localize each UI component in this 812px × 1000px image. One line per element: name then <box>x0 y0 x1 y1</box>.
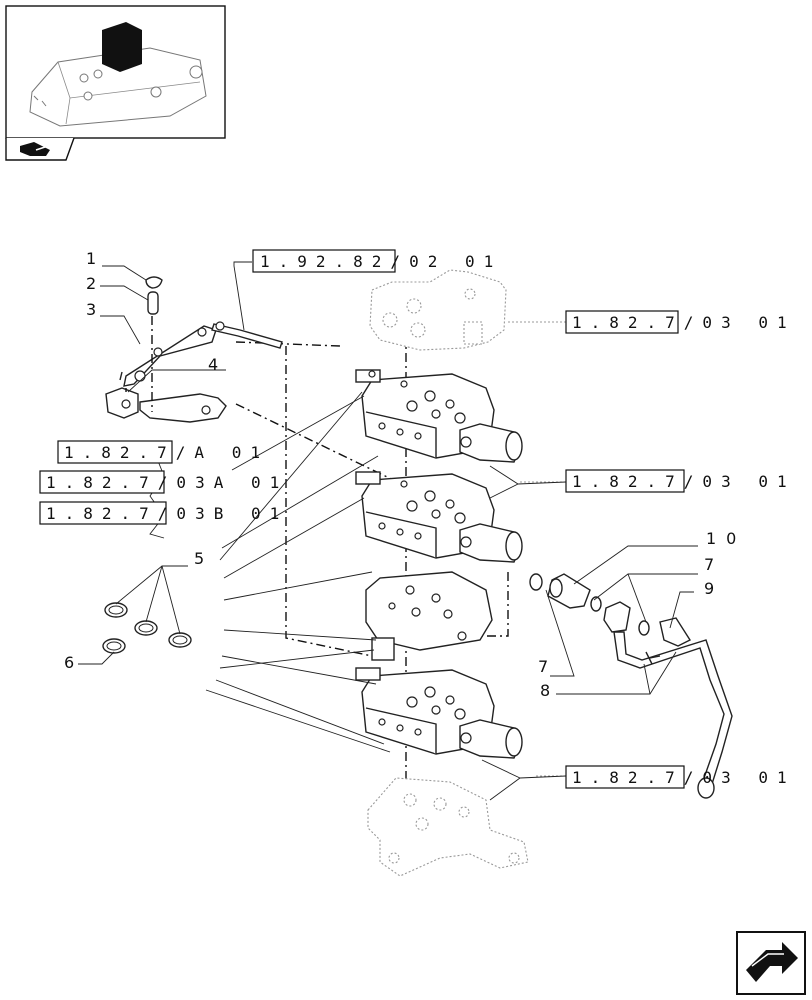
part-label-3: 3 <box>86 300 96 319</box>
pipe-fittings <box>529 573 733 799</box>
parts-book-icon[interactable] <box>20 142 50 156</box>
o-rings <box>102 602 192 654</box>
bracket <box>139 393 227 423</box>
part-label-6: 6 <box>64 653 74 672</box>
part-label-4: 4 <box>208 355 218 374</box>
reference-box-2[interactable]: 1.82.7/03 01 <box>565 310 796 334</box>
reference-box-5[interactable]: 1.82.7/03B 01 <box>39 501 288 525</box>
part-label-8: 8 <box>540 681 550 700</box>
part-leaders <box>78 265 698 753</box>
tractor-lift-thumbnail-icon <box>29 22 207 127</box>
control-valve-section-2 <box>355 471 523 563</box>
part-number-labels: 1 2 3 4 5 6 7 7 8 9 10 <box>64 249 746 700</box>
reference-box-2-text[interactable]: 1.82.7/03 01 <box>572 313 796 332</box>
part-label-9: 9 <box>704 579 714 598</box>
part-label-1: 1 <box>86 249 96 268</box>
part-label-5: 5 <box>194 549 204 568</box>
control-valve-section-3 <box>355 667 523 759</box>
control-valve-section-1 <box>355 369 523 463</box>
linkage-parts <box>105 276 283 423</box>
reference-box-6[interactable]: 1.82.7/03 01 <box>565 469 796 493</box>
reference-box-5-text[interactable]: 1.82.7/03B 01 <box>46 504 288 523</box>
rod <box>211 321 283 349</box>
thumbnail-frame <box>5 5 226 161</box>
part-label-10: 10 <box>706 529 746 548</box>
reference-box-6-text[interactable]: 1.82.7/03 01 <box>572 472 796 491</box>
inlet-cover-ghost <box>369 269 507 351</box>
next-page-arrow-icon[interactable] <box>736 931 806 995</box>
part-2-pin <box>147 291 159 315</box>
reference-box-1-text[interactable]: 1.92.82/02 01 <box>260 252 502 271</box>
reference-box-3-text[interactable]: 1.82.7/A 01 <box>64 443 269 462</box>
reference-box-1[interactable]: 1.92.82/02 01 <box>252 249 502 273</box>
end-cover-ghost <box>367 777 529 877</box>
reference-box-3[interactable]: 1.82.7/A 01 <box>57 440 269 464</box>
reference-box-7[interactable]: 1.82.7/03 01 <box>565 765 796 789</box>
reference-box-4-text[interactable]: 1.82.7/03A 01 <box>46 473 288 492</box>
part-4-block <box>105 387 139 419</box>
part-label-7-lower: 7 <box>538 657 548 676</box>
part-label-7-upper: 7 <box>704 555 714 574</box>
intermediate-plate <box>365 571 493 661</box>
part-1-clip <box>145 276 163 289</box>
reference-box-7-text[interactable]: 1.82.7/03 01 <box>572 768 796 787</box>
reference-box-4[interactable]: 1.82.7/03A 01 <box>39 470 288 494</box>
part-label-2: 2 <box>86 274 96 293</box>
